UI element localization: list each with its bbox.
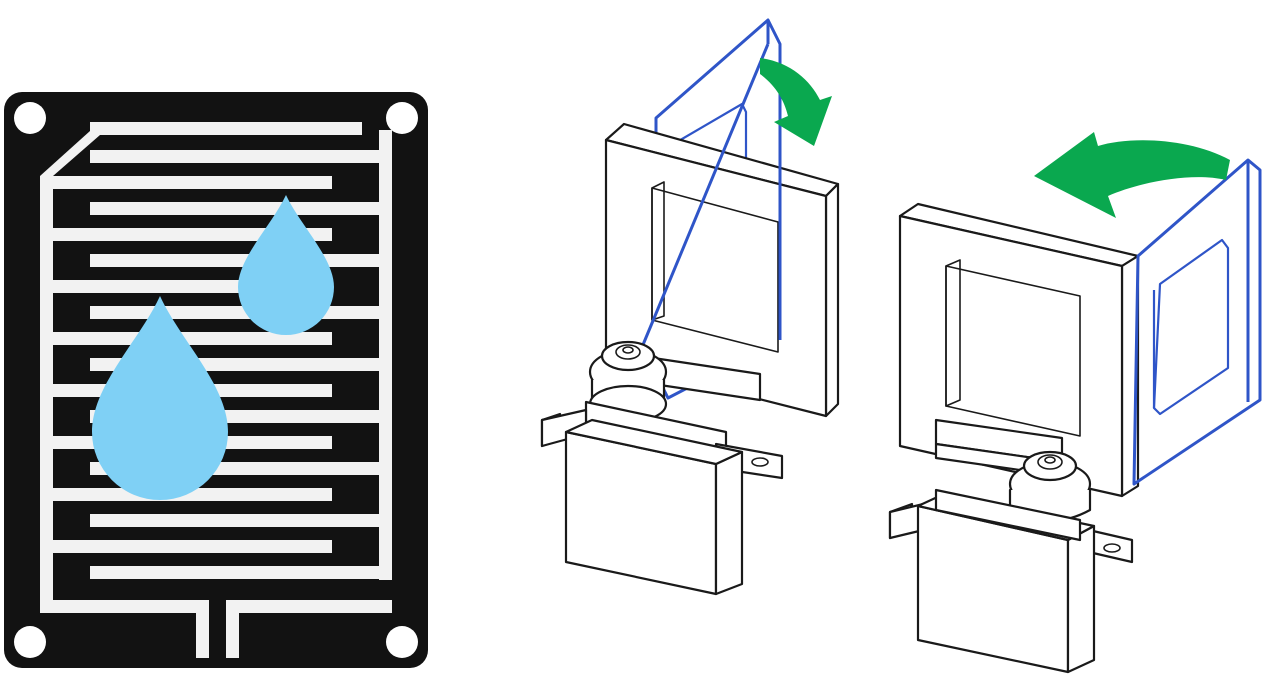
servo-body-closed: [888, 488, 1134, 674]
trace-diagonal-connector: [40, 122, 100, 176]
rotated-frame-outline-side: [1132, 158, 1262, 486]
trace-lead-left: [196, 600, 209, 658]
trace-bottom-left: [40, 600, 200, 613]
trace-finger-right: [90, 306, 392, 319]
servo-panel-open: [540, 18, 840, 596]
trace-finger-right: [90, 254, 392, 267]
servo-body: [540, 400, 784, 596]
trace-finger-right: [90, 566, 392, 579]
trace-bottom-right: [234, 600, 392, 613]
trace-spine-right: [379, 130, 392, 580]
rotate-arrow-counterclockwise-icon: [1034, 132, 1230, 218]
rotate-arrow-clockwise-icon: [760, 58, 832, 146]
trace-finger-right: [90, 514, 392, 527]
trace-finger-right: [90, 150, 392, 163]
trace-finger-right: [90, 202, 392, 215]
water-droplet-large-icon: [92, 296, 228, 500]
trace-top-bar: [90, 122, 362, 135]
servo-panel-closed: [888, 158, 1262, 674]
mounting-hole-bottom-right: [386, 626, 418, 658]
trace-finger-left: [40, 228, 332, 241]
mounting-hole-top-left: [14, 102, 46, 134]
mounting-hole-top-right: [386, 102, 418, 134]
trace-finger-left: [40, 176, 332, 189]
water-droplet-small-icon: [238, 195, 334, 335]
mounting-hole-bottom-left: [14, 626, 46, 658]
servo-horn-closed: [934, 418, 1092, 523]
trace-finger-left: [40, 332, 332, 345]
trace-lead-right: [226, 600, 239, 658]
trace-finger-left: [40, 540, 332, 553]
rain-sensor-board: [4, 92, 428, 668]
